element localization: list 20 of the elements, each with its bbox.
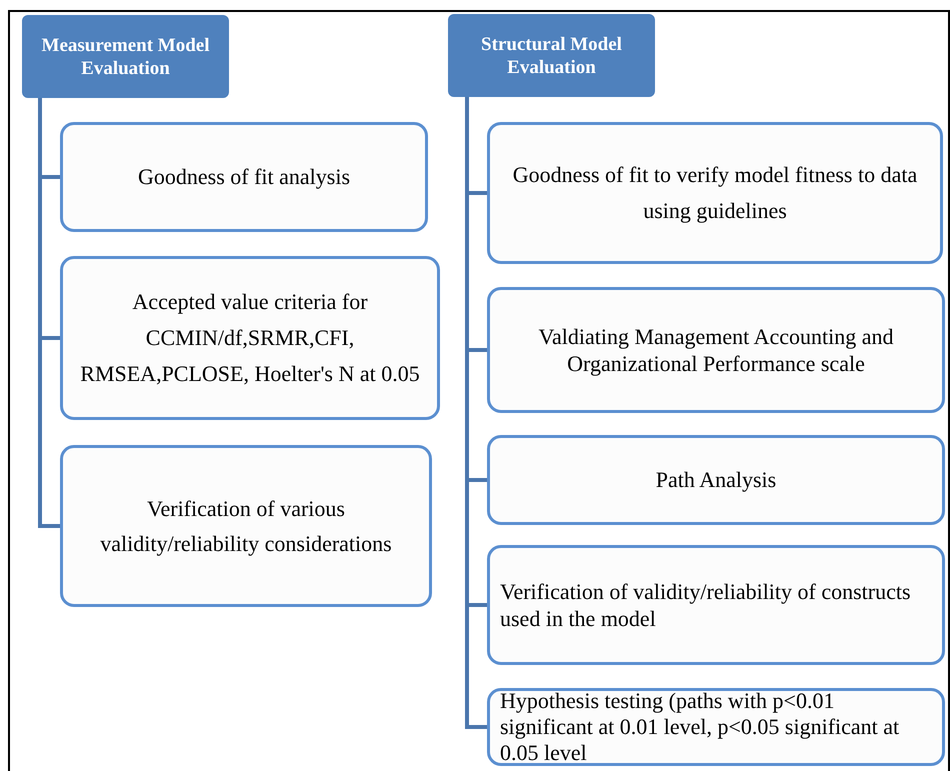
box-text: Hypothesis testing (paths with p<0.01 significant at 0.01 level, p<0.05 significant at 0.05 level xyxy=(500,688,900,766)
process-box xyxy=(60,445,432,607)
process-box xyxy=(60,122,428,232)
box-text: Path Analysis xyxy=(656,466,776,494)
process-box xyxy=(487,287,945,413)
process-box xyxy=(487,435,945,525)
box-text: Valdiating Management Accounting and Organizational Performance scale xyxy=(538,323,894,377)
box-text: Measurement Model Evaluation xyxy=(40,34,210,80)
process-box xyxy=(487,545,945,665)
box-text: Verification of various validity/reliability considerations xyxy=(99,495,393,558)
box-text: Verification of validity/reliability of constructs used in the model xyxy=(500,578,912,632)
box-text: Accepted value criteria for CCMIN/df,SRMR,CFI, RMSEA,PCLOSE, Hoelter's N at 0.05 xyxy=(79,288,421,388)
process-box xyxy=(487,122,943,264)
header-box xyxy=(448,14,655,97)
box-text: Goodness of fit to verify model fitness to data using guidelines xyxy=(512,161,918,225)
process-box xyxy=(60,256,440,420)
header-box xyxy=(22,15,229,98)
connector-line xyxy=(38,98,60,528)
box-text: Structural Model Evaluation xyxy=(480,32,623,78)
box-text: Goodness of fit analysis xyxy=(138,163,350,191)
